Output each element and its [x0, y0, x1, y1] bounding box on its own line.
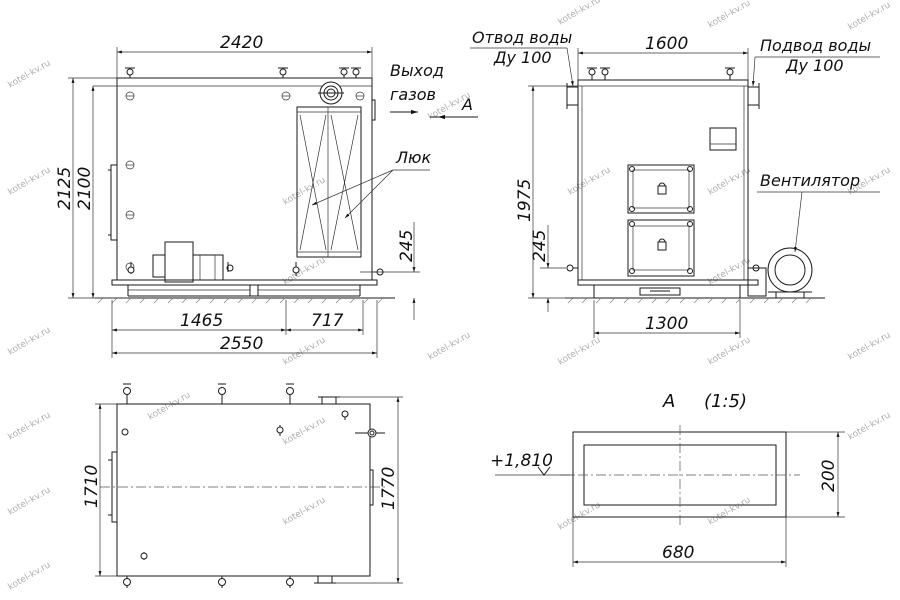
dim-245-side: 245	[530, 230, 550, 262]
water-out-label-1: Отвод воды	[472, 28, 572, 47]
upper-door	[627, 164, 695, 214]
valve-icon	[292, 262, 300, 276]
watermark: kotel-kv.ru	[282, 335, 328, 367]
dim-1600: 1600	[645, 34, 688, 54]
valve-icon	[127, 262, 135, 274]
watermark: kotel-kv.ru	[147, 390, 193, 422]
top-boiler-body	[116, 403, 371, 577]
watermark: kotel-kv.ru	[707, 0, 753, 31]
water-inlet-pipe	[747, 83, 760, 109]
dim-1770: 1770	[379, 467, 399, 510]
water-in-label-2: Ду 100	[785, 56, 844, 75]
top-view: 1710 1770	[82, 383, 403, 588]
valve-icon	[286, 383, 294, 404]
dim-1300: 1300	[645, 314, 688, 334]
watermark: kotel-kv.ru	[557, 0, 603, 28]
valve-icon	[121, 428, 129, 436]
dim-1975: 1975	[515, 179, 535, 222]
dim-1465: 1465	[180, 311, 223, 331]
dim-2100: 2100	[75, 167, 95, 210]
watermark: kotel-kv.ru	[847, 410, 893, 442]
detail-a-scale: (1:5)	[704, 391, 747, 412]
front-view: 2420 2125 2100 245 1465 717 2550 Выход г…	[55, 33, 478, 358]
valve-icon	[140, 552, 148, 560]
gas-outlet-flange	[318, 81, 344, 105]
outlet-stub	[321, 396, 337, 405]
valve-icon	[125, 67, 135, 78]
side-view: 1600 Отвод воды Ду 100 Подвод воды Ду 10…	[470, 28, 880, 338]
valve-icon	[123, 576, 131, 588]
valve-icon	[123, 383, 131, 404]
view-a-marker: А	[461, 95, 473, 114]
watermark: kotel-kv.ru	[7, 58, 53, 90]
watermark: kotel-kv.ru	[7, 410, 53, 442]
valve-icon	[341, 410, 349, 420]
water-out-label-2: Ду 100	[493, 48, 552, 67]
water-in-label-1: Подвод воды	[760, 36, 871, 55]
valve-icon	[725, 67, 735, 80]
valve-icon	[218, 383, 226, 404]
dim-717: 717	[311, 311, 344, 331]
dim-245-front: 245	[397, 230, 417, 262]
valve-icon	[286, 576, 294, 588]
gas-outlet-label-2: газов	[390, 85, 436, 104]
detail-a-outer	[572, 431, 787, 518]
hatch-label: Люк	[395, 148, 432, 167]
water-outlet-pipe	[566, 83, 579, 109]
valve-icon	[351, 67, 361, 78]
watermark: kotel-kv.ru	[7, 560, 53, 592]
valve-icon	[587, 67, 597, 80]
watermark: kotel-kv.ru	[282, 175, 328, 207]
gas-outlet-label-1: Выход	[390, 61, 444, 80]
watermark: kotel-kv.ru	[847, 0, 893, 32]
detail-a-title: А	[662, 391, 675, 412]
valve-icon	[276, 425, 284, 436]
hatch-panel	[296, 106, 362, 258]
burner-assembly	[152, 241, 234, 283]
watermark: kotel-kv.ru	[427, 330, 473, 362]
watermark: kotel-kv.ru	[847, 330, 893, 362]
valve-icon	[218, 576, 226, 588]
watermark: kotel-kv.ru	[7, 485, 53, 517]
watermark: kotel-kv.ru	[7, 325, 53, 357]
fan-icon	[747, 247, 813, 298]
valve-icon	[566, 264, 578, 272]
level-mark: +1,810	[490, 451, 553, 471]
watermark: kotel-kv.ru	[707, 495, 753, 527]
watermark: kotel-kv.ru	[282, 255, 328, 287]
watermark: kotel-kv.ru	[282, 415, 328, 447]
fan-label: Вентилятор	[760, 171, 860, 190]
watermark: kotel-kv.ru	[567, 165, 613, 197]
watermark: kotel-kv.ru	[707, 335, 753, 367]
valve-icon	[355, 428, 385, 438]
watermark: kotel-kv.ru	[707, 165, 753, 197]
watermark: kotel-kv.ru	[557, 335, 603, 367]
outlet-stub	[317, 575, 333, 584]
lower-door	[627, 219, 695, 277]
dim-200: 200	[819, 460, 839, 492]
front-boiler-body	[116, 77, 373, 281]
valve-icon	[600, 67, 610, 80]
valve-icon	[339, 67, 349, 78]
watermark: kotel-kv.ru	[7, 165, 53, 197]
valve-icon	[278, 67, 288, 78]
dim-2420: 2420	[220, 33, 263, 53]
watermark: kotel-kv.ru	[707, 255, 753, 287]
control-box	[709, 127, 737, 151]
watermark: kotel-kv.ru	[282, 495, 328, 527]
dim-680: 680	[662, 543, 694, 563]
dim-1710: 1710	[82, 465, 102, 508]
detail-a: А (1:5) +1,810 200 680	[490, 391, 845, 567]
dim-2550: 2550	[220, 334, 263, 354]
dim-2125: 2125	[55, 167, 75, 210]
